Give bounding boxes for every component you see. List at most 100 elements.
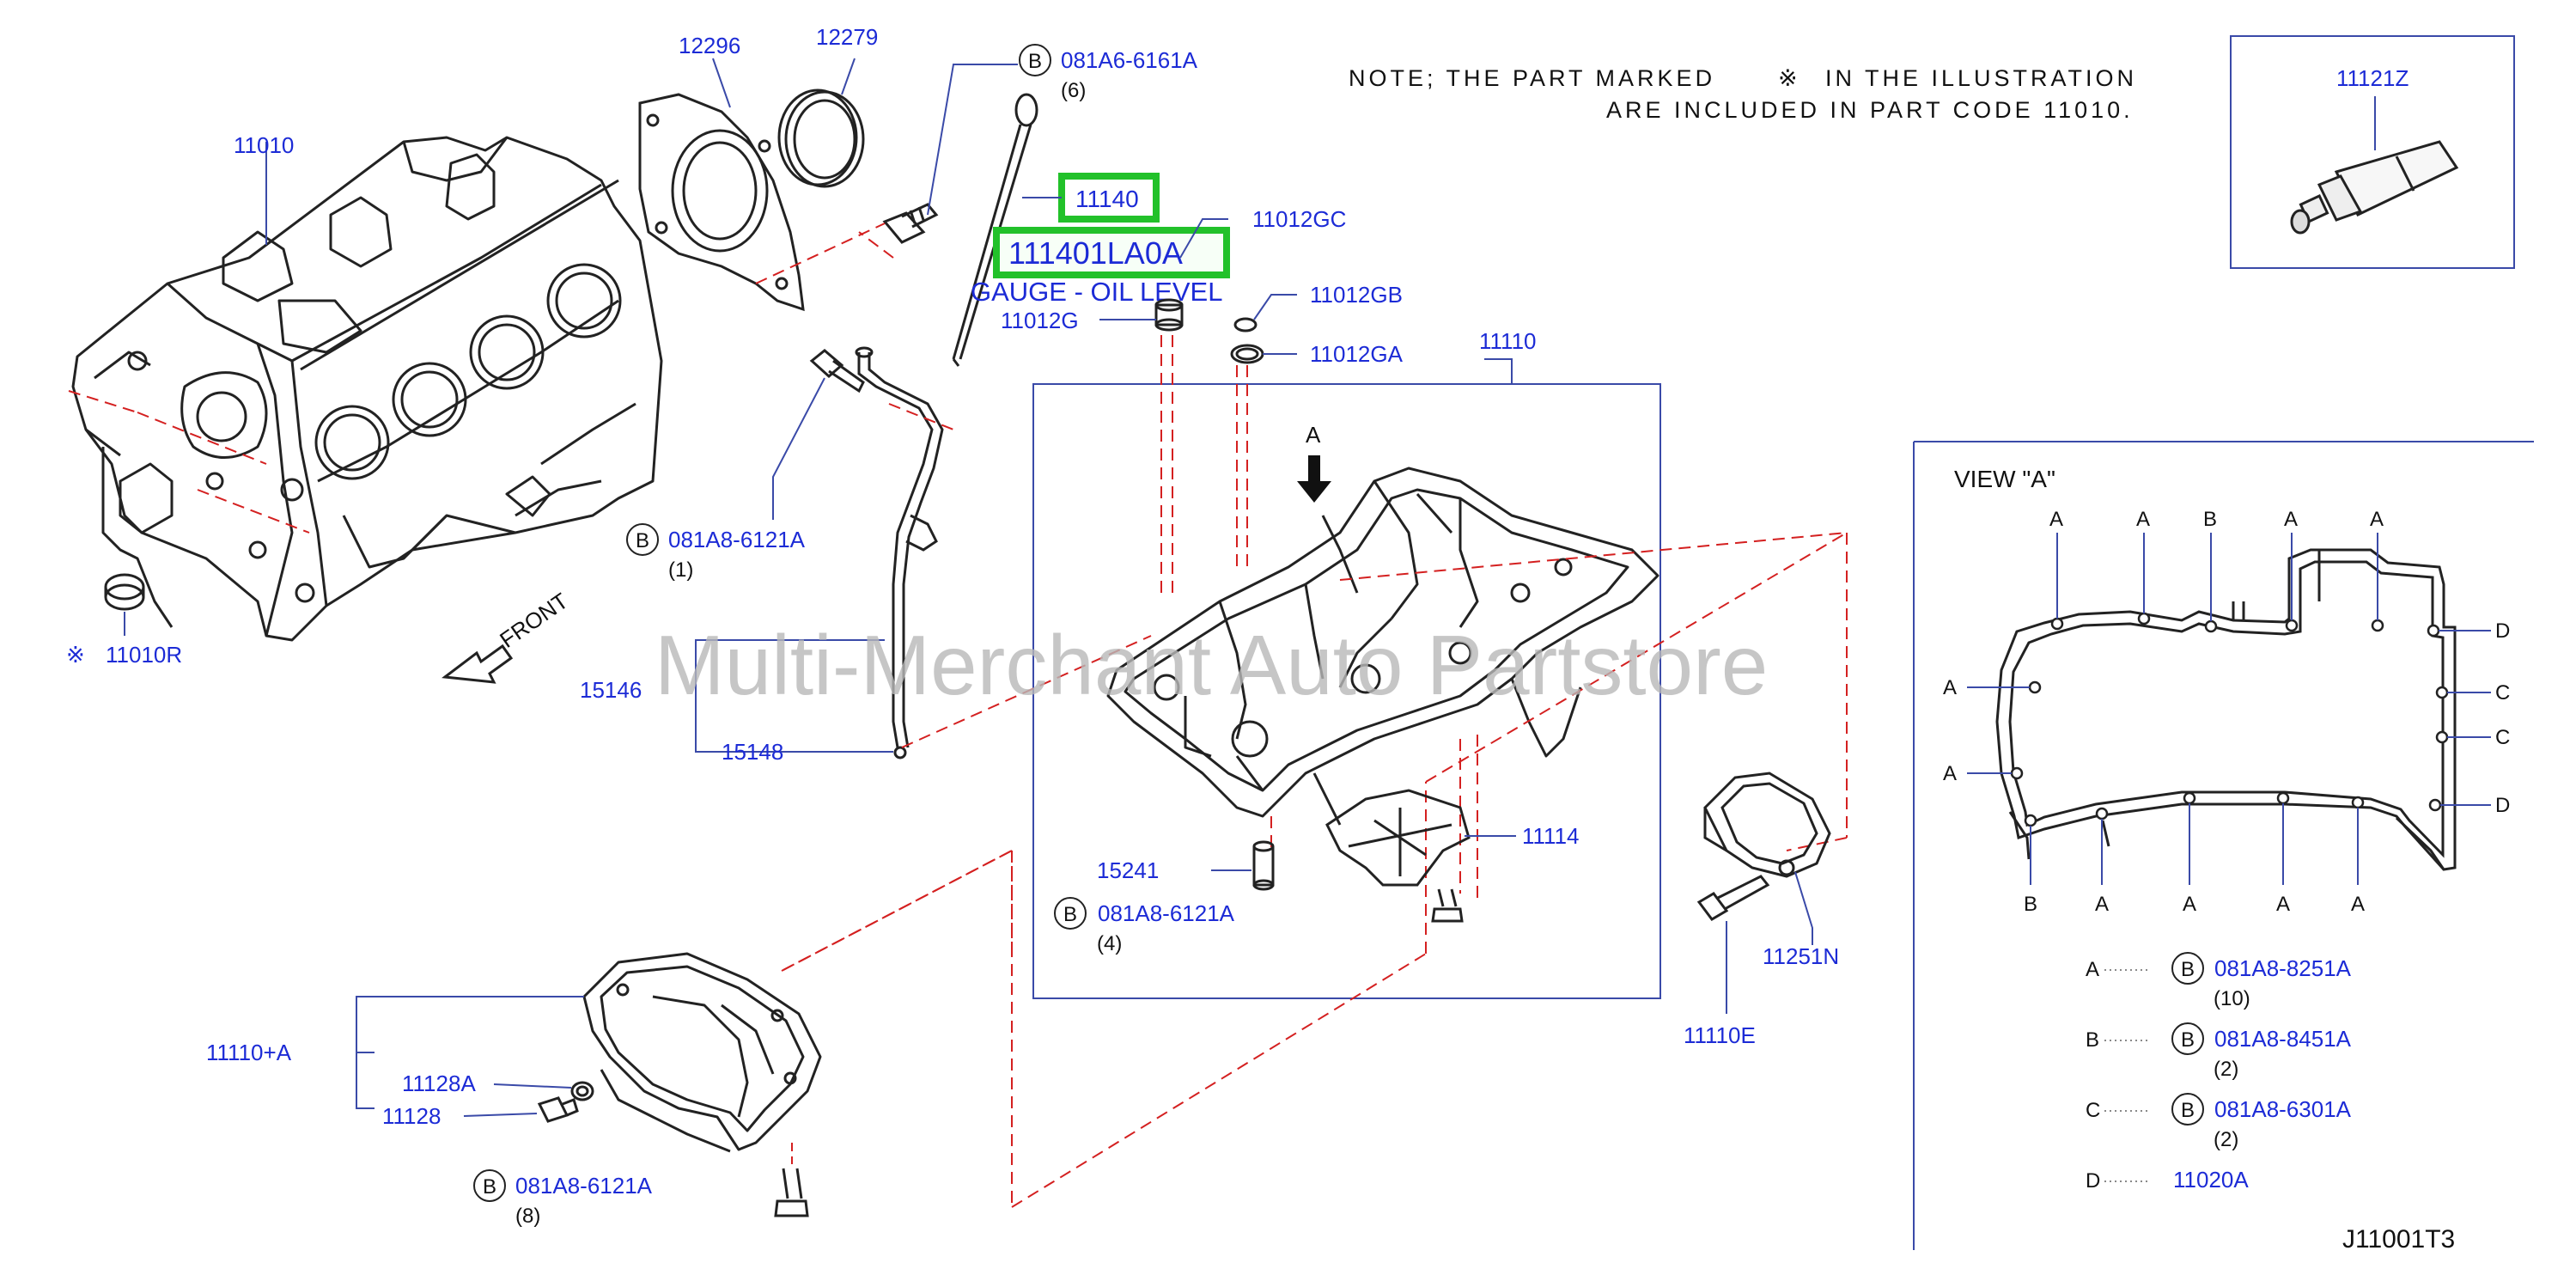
bolt-letter: B — [1028, 50, 1042, 73]
label-11121Z[interactable]: 11121Z — [2336, 65, 2409, 91]
view-a-panel: VIEW "A" — [1913, 441, 2534, 1250]
qty-4: (4) — [1097, 932, 1122, 955]
label-11010R[interactable]: 11010R — [106, 642, 182, 668]
view-a-bottom-label: A — [2276, 893, 2290, 916]
legend-bolt: B — [2181, 1099, 2195, 1122]
view-a-bottom-label: B — [2024, 893, 2037, 916]
plug-11010R — [104, 573, 145, 611]
gasket-11251N — [1703, 772, 1831, 878]
bolt-081A8-6121A-4 — [1431, 888, 1464, 923]
view-a-letters: A A B A A D C C D A A B A A A A — [1943, 508, 2510, 916]
legend-qty: (2) — [2214, 1058, 2238, 1081]
oil-pipe-15241 — [1252, 840, 1275, 891]
watermark: Multi-Merchant Auto Partstore — [655, 618, 1768, 712]
bolt-symbol-icon — [1054, 897, 1087, 930]
view-a-left-label: A — [1943, 762, 1957, 785]
label-081A8-6121A-8[interactable]: 081A8-6121A — [515, 1173, 653, 1199]
highlight-11140[interactable]: 11140 — [1058, 173, 1160, 223]
gauge-description: GAUGE - OIL LEVEL — [971, 277, 1222, 307]
legend-dots: ········· — [2103, 961, 2149, 978]
view-a-right-label: C — [2495, 726, 2510, 749]
legend-row: D ········· 11020A — [2086, 1167, 2249, 1193]
label-11012GA[interactable]: 11012GA — [1310, 341, 1404, 367]
bolt-symbol-icon — [2171, 1093, 2204, 1126]
drain-plug-11128 — [537, 1081, 594, 1123]
legend-part[interactable]: 081A8-6301A — [2214, 1096, 2352, 1122]
label-11140[interactable]: 11140 — [1075, 186, 1139, 212]
bolt-symbol-icon — [626, 523, 659, 556]
bolt-081A8-6121A-8 — [774, 1168, 809, 1217]
legend-qty: (10) — [2214, 987, 2250, 1010]
label-12296[interactable]: 12296 — [679, 33, 740, 58]
view-a-left-label: A — [1943, 676, 1957, 699]
legend-part[interactable]: 11020A — [2173, 1167, 2249, 1193]
qty-6: (6) — [1061, 79, 1086, 102]
lower-oil-pan-drawing — [582, 952, 822, 1153]
note-line-1: NOTE; THE PART MARKED — [1349, 65, 1715, 91]
legend-part[interactable]: 081A8-8451A — [2214, 1026, 2352, 1052]
bolt-letter: B — [636, 529, 649, 552]
note-mark: ※ — [1778, 65, 1801, 91]
view-a-top-label: B — [2203, 508, 2217, 531]
cylinder-block-drawing — [71, 136, 663, 642]
bolt-symbol-icon — [2171, 952, 2204, 985]
view-a-bottom-label: A — [2351, 893, 2365, 916]
note-line-1b: IN THE ILLUSTRATION — [1825, 65, 2137, 91]
label-11110[interactable]: 11110 — [1479, 328, 1537, 354]
bolt-symbol-icon — [1019, 44, 1051, 76]
legend-qty: (2) — [2214, 1128, 2238, 1151]
label-12279[interactable]: 12279 — [816, 24, 878, 50]
highlight-111401LA0A[interactable]: 111401LA0A — [993, 227, 1230, 278]
label-11110E[interactable]: 11110E — [1684, 1022, 1756, 1048]
view-a-top-label: A — [2136, 508, 2150, 531]
label-11010[interactable]: 11010 — [234, 132, 294, 158]
label-111401LA0A[interactable]: 111401LA0A — [1008, 235, 1183, 271]
view-a-title: VIEW "A" — [1954, 466, 2055, 492]
bolt-symbol-icon — [473, 1169, 506, 1202]
label-081A8-6121A-1[interactable]: 081A8-6121A — [668, 527, 806, 552]
legend-bolt: B — [2181, 958, 2195, 981]
bolt-11110E — [1696, 875, 1770, 921]
bolt-letter: B — [1063, 903, 1077, 926]
bolt-symbol-icon — [2171, 1022, 2204, 1055]
bolt-081A6-6161A — [882, 203, 939, 244]
label-11128A[interactable]: 11128A — [402, 1071, 476, 1096]
label-11110A[interactable]: 11110+A — [206, 1040, 292, 1065]
view-a-right-label: D — [2495, 794, 2510, 817]
label-081A6-6161A[interactable]: 081A6-6161A — [1061, 47, 1198, 73]
legend-row: B ········· B 081A8-8451A (2) — [2086, 1022, 2352, 1081]
note: NOTE; THE PART MARKED ※ IN THE ILLUSTRAT… — [1349, 65, 2137, 123]
view-a-top-label: A — [2049, 508, 2063, 531]
view-a-right-label: C — [2495, 681, 2510, 705]
front-arrow-icon — [442, 644, 514, 684]
label-11012GB[interactable]: 11012GB — [1310, 282, 1403, 308]
diagram-code: J11001T3 — [2342, 1225, 2455, 1254]
view-a-bottom-label: A — [2095, 893, 2109, 916]
legend-key: C — [2086, 1099, 2100, 1122]
label-15241[interactable]: 15241 — [1097, 857, 1159, 883]
seal-retainer-12296 — [638, 93, 805, 312]
label-11251N[interactable]: 11251N — [1763, 943, 1839, 969]
label-11128[interactable]: 11128 — [382, 1103, 441, 1129]
label-15146[interactable]: 15146 — [580, 677, 642, 703]
note-line-2: ARE INCLUDED IN PART CODE 11010. — [1606, 97, 2134, 123]
legend-key: D — [2086, 1169, 2100, 1193]
legend-row: C ········· B 081A8-6301A (2) — [2086, 1093, 2352, 1151]
label-11012G[interactable]: 11012G — [1001, 308, 1079, 333]
bolt-letter: B — [483, 1175, 496, 1199]
legend-dots: ········· — [2103, 1172, 2149, 1189]
legend-key: B — [2086, 1028, 2099, 1052]
legend-key: A — [2086, 958, 2099, 981]
label-11114[interactable]: 11114 — [1522, 823, 1580, 849]
view-a-right-label: D — [2495, 619, 2510, 643]
legend-part[interactable]: 081A8-8251A — [2214, 955, 2352, 981]
label-081A8-6121A-4[interactable]: 081A8-6121A — [1098, 900, 1235, 926]
gasket-leader-lines — [1967, 533, 2491, 885]
view-a-pointer-label: A — [1306, 422, 1321, 448]
label-15148[interactable]: 15148 — [722, 739, 783, 765]
upper-oil-pan-drawing — [1106, 467, 1659, 826]
assembly-leader-lines — [68, 223, 1848, 1208]
label-11012GC[interactable]: 11012GC — [1252, 206, 1346, 232]
legend-row: A ········· B 081A8-8251A (10) — [2086, 952, 2352, 1010]
